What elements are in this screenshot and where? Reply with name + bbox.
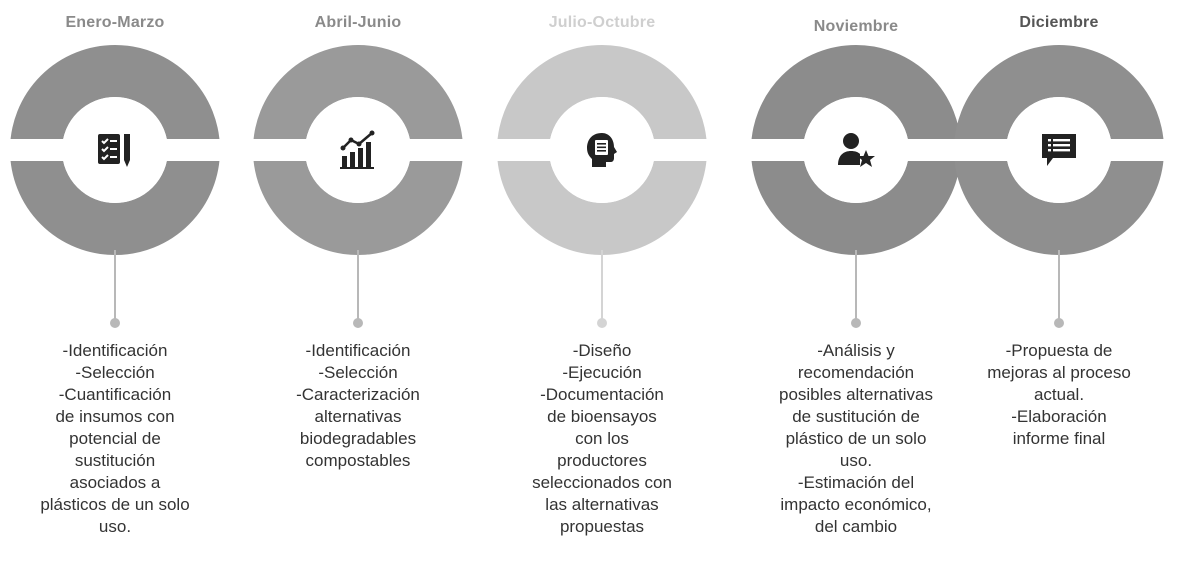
description-line: uso. [839,451,873,470]
description-line: asociados a [69,473,161,492]
person-star-icon [836,130,876,170]
description-line: -Documentación [540,385,664,404]
phase-noviembre: Noviembre -Análisis y recomendación posi… [741,0,971,580]
phase-ring [253,45,463,255]
connector-dot [597,318,607,328]
description-line: del cambio [814,517,898,536]
phase-ring [751,45,961,255]
description-line: alternativas [314,407,402,426]
phase-title: Diciembre [1019,14,1099,31]
phase-description: -Identificación -Selección -Cuantificaci… [0,340,230,538]
description-line: compostables [305,451,411,470]
phase-ring [10,45,220,255]
description-line: -Identificación [305,341,411,360]
connector-line [357,250,359,322]
description-line: impacto económico, [780,495,932,514]
phase-julio-octubre: Julio-Octubre -Diseño -Ejecución [487,0,717,580]
connector-line [114,250,116,322]
description-line: -Selección [318,363,398,382]
description-line: plástico de un solo [785,429,927,448]
description-line: mejoras al proceso [987,363,1131,382]
connector-line [855,250,857,322]
phase-enero-marzo: Enero-Marzo [0,0,230,580]
phase-title: Abril-Junio [314,14,402,31]
description-line: -Propuesta de [1005,341,1113,360]
description-line: propuestas [559,517,645,536]
description-line: recomendación [797,363,915,382]
description-line: actual. [1033,385,1085,404]
description-line: -Elaboración [1011,407,1107,426]
phase-description: -Propuesta de mejoras al proceso actual.… [944,340,1174,450]
description-line: informe final [1012,429,1106,448]
phase-title: Noviembre [813,18,899,35]
phase-abril-junio: Abril-Junio [243,0,473,580]
phase-ring [497,45,707,255]
description-line: -Estimación del [797,473,915,492]
description-line: -Selección [75,363,155,382]
connector-dot [1054,318,1064,328]
description-line: productores [557,451,647,470]
description-line: sustitución [74,451,156,470]
phase-description: -Diseño -Ejecución -Documentación de bio… [487,340,717,538]
description-line: -Diseño [572,341,632,360]
description-line: de bioensayos [547,407,657,426]
description-line: biodegradables [299,429,417,448]
phase-title: Enero-Marzo [65,14,165,31]
description-line: -Identificación [62,341,168,360]
description-line: plásticos de un solo [40,495,190,514]
checklist-pen-icon [95,130,135,170]
phase-description: -Análisis y recomendación posibles alter… [741,340,971,538]
description-line: -Análisis y [817,341,895,360]
phase-diciembre: Diciembre -Propuest [944,0,1174,580]
connector-dot [110,318,120,328]
connector-dot [353,318,363,328]
description-line: -Ejecución [562,363,642,382]
description-line: con los [575,429,629,448]
phase-description: -Identificación -Selección -Caracterizac… [243,340,473,472]
head-document-icon [582,130,622,170]
description-line: las alternativas [545,495,659,514]
phase-ring [954,45,1164,255]
description-line: seleccionados con [532,473,672,492]
growth-chart-icon [338,130,378,170]
description-line: -Cuantificación [58,385,172,404]
description-line: de insumos con [55,407,175,426]
speech-list-icon [1039,130,1079,170]
description-line: potencial de [69,429,161,448]
phase-title: Julio-Octubre [548,14,656,31]
connector-line [601,250,603,322]
connector-line [1058,250,1060,322]
description-line: uso. [98,517,132,536]
connector-dot [851,318,861,328]
description-line: -Caracterización [296,385,420,404]
description-line: de sustitución de [792,407,920,426]
description-line: posibles alternativas [778,385,934,404]
